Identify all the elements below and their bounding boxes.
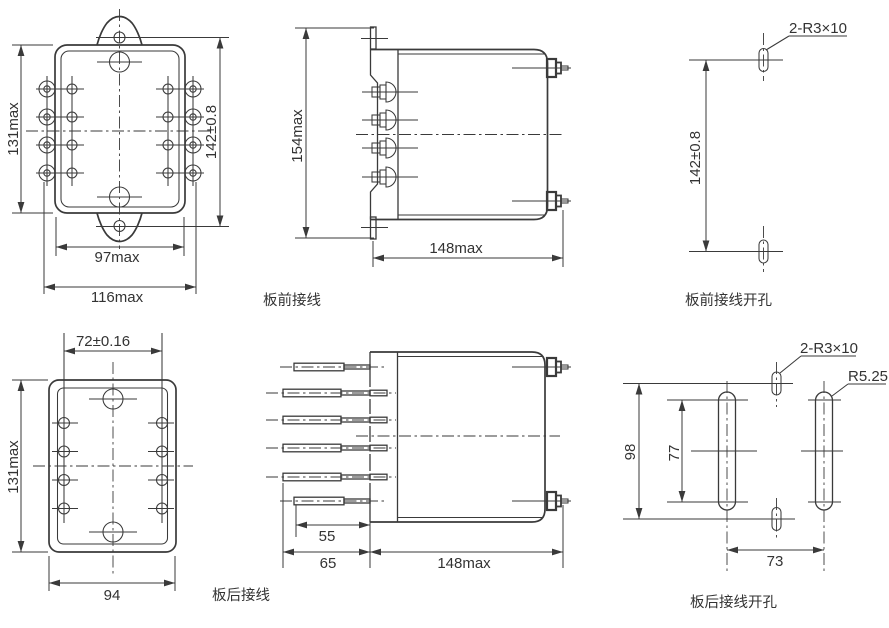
dim-label-slot-inner-height: 77 xyxy=(666,445,683,462)
dim-label-long-pin: 65 xyxy=(320,555,337,572)
slot-callout-label: 2-R3×10 xyxy=(800,340,858,357)
front-wiring-cutout-drawing: 142±0.8 2-R3×10 板前接线开孔 xyxy=(685,20,847,309)
dim-label-hole-columns: 72±0.16 xyxy=(76,333,130,350)
dim-label-mount-spacing: 142±0.8 xyxy=(203,105,220,159)
dim-label-outer-height: 98 xyxy=(622,444,639,461)
view-caption-front-wiring: 板前接线 xyxy=(263,291,321,309)
dim-label-rear-width: 94 xyxy=(104,587,121,604)
slot-callout-leader xyxy=(765,35,790,51)
dim-label-depth: 148max xyxy=(437,555,491,572)
dim-label-rear-height: 131max xyxy=(5,440,22,494)
radius-callout-leader xyxy=(831,383,849,397)
rear-wiring-cutout-drawing: 98 77 73 2-R3×10 R5.25 板后接线开孔 xyxy=(622,340,888,611)
view-caption-rear-wiring: 板后接线 xyxy=(212,586,270,604)
radius-callout-label: R5.25 xyxy=(848,368,888,385)
dim-label-short-pin: 55 xyxy=(319,528,336,545)
rear-wiring-side-drawing: 55 65 148max 板后接线 xyxy=(212,351,573,604)
case-side-outline xyxy=(370,351,546,523)
case-outline xyxy=(54,44,186,214)
dim-label-case-height: 131max xyxy=(5,102,22,156)
dim-label-case-width: 97max xyxy=(94,249,140,266)
dim-label-overall-height: 154max xyxy=(289,109,306,163)
front-view-drawing: 131max 142±0.8 97max 116max xyxy=(5,9,229,306)
view-caption-front-cutout: 板前接线开孔 xyxy=(685,291,772,309)
dim-label-depth: 148max xyxy=(429,240,483,257)
dim-label-overall-width: 116max xyxy=(91,289,144,306)
flange-profile xyxy=(369,49,379,220)
rear-view-drawing: 72±0.16 131max 94 xyxy=(5,333,193,604)
front-wiring-side-drawing: 154max 148max 板前接线 xyxy=(263,26,573,309)
dim-label-hole-spacing: 142±0.8 xyxy=(687,131,704,185)
slot-callout-label: 2-R3×10 xyxy=(789,20,847,37)
case-side-outline xyxy=(370,48,549,221)
view-caption-rear-cutout: 板后接线开孔 xyxy=(690,593,777,611)
slot-callout-leader xyxy=(779,355,802,374)
dim-label-slot-spacing: 73 xyxy=(767,553,784,570)
